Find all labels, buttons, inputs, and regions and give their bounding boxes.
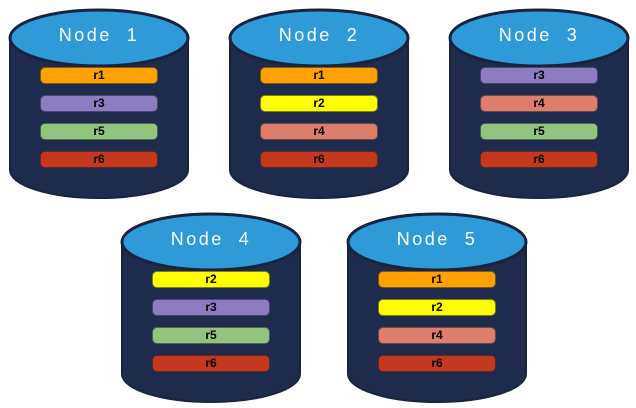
cylinder-top bbox=[346, 212, 528, 272]
replica-bar: r6 bbox=[40, 151, 158, 168]
node-2-label: Node 2 bbox=[278, 25, 360, 45]
replica-bar: r3 bbox=[40, 95, 158, 112]
node-1-label: Node 1 bbox=[58, 25, 140, 45]
node-3-label: Node 3 bbox=[498, 25, 580, 45]
replica-bar: r6 bbox=[260, 151, 378, 168]
cylinder-top bbox=[8, 8, 190, 68]
node-2-replica-list: r1 r2 r4 r6 bbox=[260, 67, 378, 168]
replica-bar: r5 bbox=[480, 123, 598, 140]
replica-bar: r4 bbox=[260, 123, 378, 140]
node-4-replica-list: r2 r3 r5 r6 bbox=[152, 271, 270, 372]
replica-bar: r1 bbox=[40, 67, 158, 84]
replica-bar: r2 bbox=[378, 299, 496, 316]
cylinder-top bbox=[448, 8, 630, 68]
replica-bar: r1 bbox=[260, 67, 378, 84]
cylinder-top bbox=[228, 8, 410, 68]
node-5-cylinder: Node 5 r1 r2 r4 r6 bbox=[346, 212, 528, 404]
replica-bar: r5 bbox=[152, 327, 270, 344]
node-1-cylinder: Node 1 r1 r3 r5 r6 bbox=[8, 8, 190, 200]
node-3-replica-list: r3 r4 r5 r6 bbox=[480, 67, 598, 168]
replica-bar: r6 bbox=[480, 151, 598, 168]
replica-bar: r1 bbox=[378, 271, 496, 288]
replica-bar: r6 bbox=[378, 355, 496, 372]
node-4-cylinder: Node 4 r2 r3 r5 r6 bbox=[120, 212, 302, 404]
replica-bar: r3 bbox=[152, 299, 270, 316]
replica-bar: r5 bbox=[40, 123, 158, 140]
replica-bar: r2 bbox=[260, 95, 378, 112]
cylinder-top bbox=[120, 212, 302, 272]
node-1-replica-list: r1 r3 r5 r6 bbox=[40, 67, 158, 168]
node-5-label: Node 5 bbox=[396, 229, 478, 249]
node-2-cylinder: Node 2 r1 r2 r4 r6 bbox=[228, 8, 410, 200]
replica-bar: r2 bbox=[152, 271, 270, 288]
node-5-replica-list: r1 r2 r4 r6 bbox=[378, 271, 496, 372]
replica-bar: r6 bbox=[152, 355, 270, 372]
node-4-label: Node 4 bbox=[170, 229, 252, 249]
replica-bar: r4 bbox=[480, 95, 598, 112]
node-3-cylinder: Node 3 r3 r4 r5 r6 bbox=[448, 8, 630, 200]
replica-bar: r3 bbox=[480, 67, 598, 84]
replica-bar: r4 bbox=[378, 327, 496, 344]
